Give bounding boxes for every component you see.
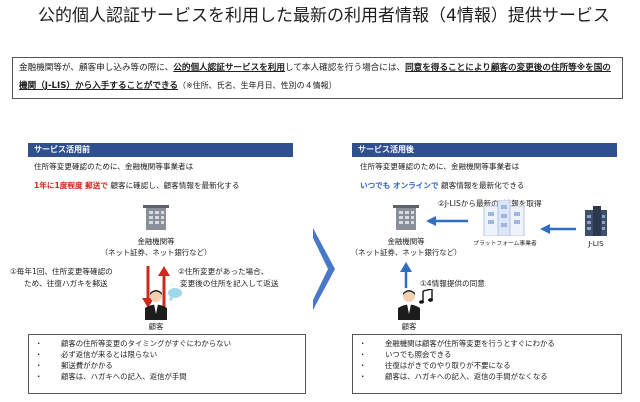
customer-person-icon [145,290,167,320]
after-bank-sub: （ネット証券、ネット銀行など） [350,248,462,257]
before-bank-sub: （ネット証券、ネット銀行など） [100,248,212,257]
list-item: ・金融機関は顧客が住所等変更を行うとすぐにわかる [359,339,555,348]
list-item: ・顧客は、ハガキへの記入、返信の手間がなくなる [359,372,548,381]
platform-label: プラットフォーム事業者 [473,241,537,247]
before-line2: 1年に1度程度 郵送で 顧客に確認し、顧客情報を最新化する [34,180,314,191]
after-line2-highlight: いつでも オンラインで [360,181,439,190]
music-note-icon [419,289,433,304]
after-flow-label: ②J-LISから最新の4情報を取得 [438,199,542,208]
before-right-note2: 変更後の住所を記入して返送 [180,279,279,288]
customer-person-icon [398,290,420,320]
platform-to-bank-arrow [426,216,468,226]
bank-building-icon [143,205,169,230]
after-line1: 住所等変更確認のために、金融機関等事業者は [360,162,520,171]
intro-note: （※住所、氏名、生年月日、性別の４情報） [177,81,337,90]
before-bank-label: 金融機関等 [137,237,175,246]
intro-box: 金融機関等が、顧客申し込み等の際に、公的個人認証サービスを利用して本人確認を行う… [12,57,623,99]
list-item: ・必ず返信が来るとは限らない [35,350,158,359]
before-header: サービス活用前 [28,143,293,157]
after-header: サービス活用後 [352,143,617,157]
page-title: 公的個人認証サービスを利用した最新の利用者情報（4情報）提供サービス [38,6,610,26]
bank-building-icon [393,205,419,230]
before-line2-highlight: 1年に1度程度 郵送で [34,181,108,190]
before-left-note2: ため、往復ハガキを郵送 [24,279,108,288]
after-customer-label: 顧客 [401,322,417,331]
before-bullets: ・顧客の住所等変更のタイミングがすぐにわからない ・必ず返信が来るとは限らない … [28,334,306,394]
jlis-to-platform-arrow [540,224,576,234]
jlis-building-icon [585,206,607,236]
list-item: ・往復はがきでのやり取りが不要になる [359,361,511,370]
consent-arrow [400,262,412,288]
jlis-label: J-LIS [588,239,604,248]
intro-underlined-2: 同意を得ることにより顧客の変更後の住所等※を国の機関（J-LIS）から入手するこ… [19,63,611,91]
after-line2-rest: 顧客情報を最新化できる [441,181,525,190]
before-left-note1: ①毎年1回、住所変更等確認の [10,267,113,276]
after-bank-label: 金融機関等 [387,237,425,246]
list-item: ・いつでも照会できる [359,350,452,359]
speech-bubble-icon [168,288,182,301]
before-right-note1: ②住所変更があった場合、 [178,267,269,276]
after-consent-label: ①4情報提供の同意 [420,279,485,288]
after-line2: いつでも オンラインで 顧客情報を最新化できる [360,180,630,191]
before-customer-label: 顧客 [148,322,164,331]
intro-text-2: して本人確認を行う場合には、 [285,63,406,73]
list-item: ・顧客の住所等変更のタイミングがすぐにわからない [35,339,231,348]
before-line1: 住所等変更確認のために、金融機関等事業者は [34,162,194,171]
transition-arrow [313,228,335,310]
intro-text-1: 金融機関等が、顧客申し込み等の際に、 [19,63,174,73]
intro-underlined-1: 公的個人認証サービスを利用 [173,63,285,73]
list-item: ・顧客は、ハガキへの記入、返信が手間 [35,372,187,381]
mail-exchange-arrows [142,266,170,308]
list-item: ・郵送費がかかる [35,361,113,370]
after-bullets: ・金融機関は顧客が住所等変更を行うとすぐにわかる ・いつでも照会できる ・往復は… [352,334,622,394]
before-line2-rest: 顧客に確認し、顧客情報を最新化する [110,181,240,190]
platform-building-icon [483,200,525,236]
